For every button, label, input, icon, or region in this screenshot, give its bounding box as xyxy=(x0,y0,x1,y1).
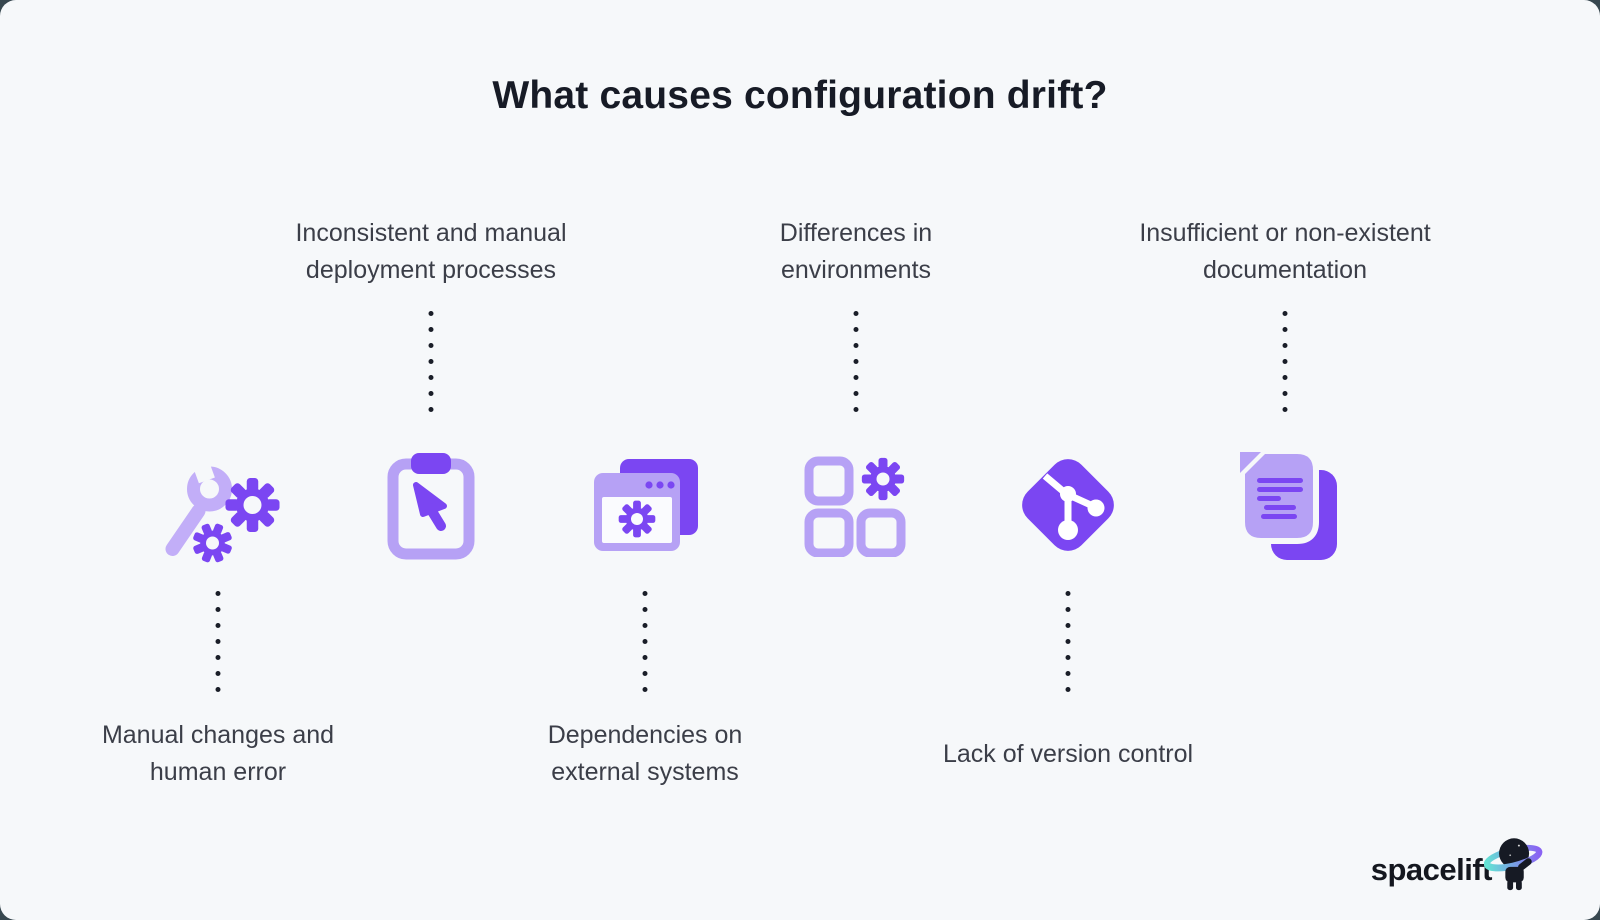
app-grid-gear-icon xyxy=(801,453,911,558)
document-copies-icon xyxy=(1235,448,1341,562)
git-branch-icon xyxy=(1014,451,1122,559)
spacelift-logo: spacelift xyxy=(1371,832,1548,894)
clipboard-cursor-icon xyxy=(385,450,477,560)
dotted-connector xyxy=(215,591,221,692)
spacelift-wordmark: spacelift xyxy=(1370,852,1493,887)
page-title: What causes configuration drift? xyxy=(492,74,1108,117)
spacelift-astronaut-icon xyxy=(1484,838,1543,891)
dotted-connector xyxy=(428,311,434,412)
dotted-connector xyxy=(1065,591,1071,692)
cause-label-manual-changes: Manual changes and human error xyxy=(101,721,335,786)
cause-label-deployment: Inconsistent and manual deployment proce… xyxy=(295,219,567,284)
wrench-and-gears-icon xyxy=(153,445,288,570)
dotted-connector xyxy=(642,591,648,692)
cause-label-version-control: Lack of version control xyxy=(942,739,1194,768)
browser-windows-gear-icon xyxy=(590,455,702,555)
cause-label-dependencies: Dependencies on external systems xyxy=(547,721,743,786)
cause-label-environments: Differences in environments xyxy=(779,219,933,284)
cause-label-documentation: Insufficient or non-existent documentati… xyxy=(1139,219,1431,284)
dotted-connector xyxy=(1282,311,1288,412)
dotted-connector xyxy=(853,311,859,412)
